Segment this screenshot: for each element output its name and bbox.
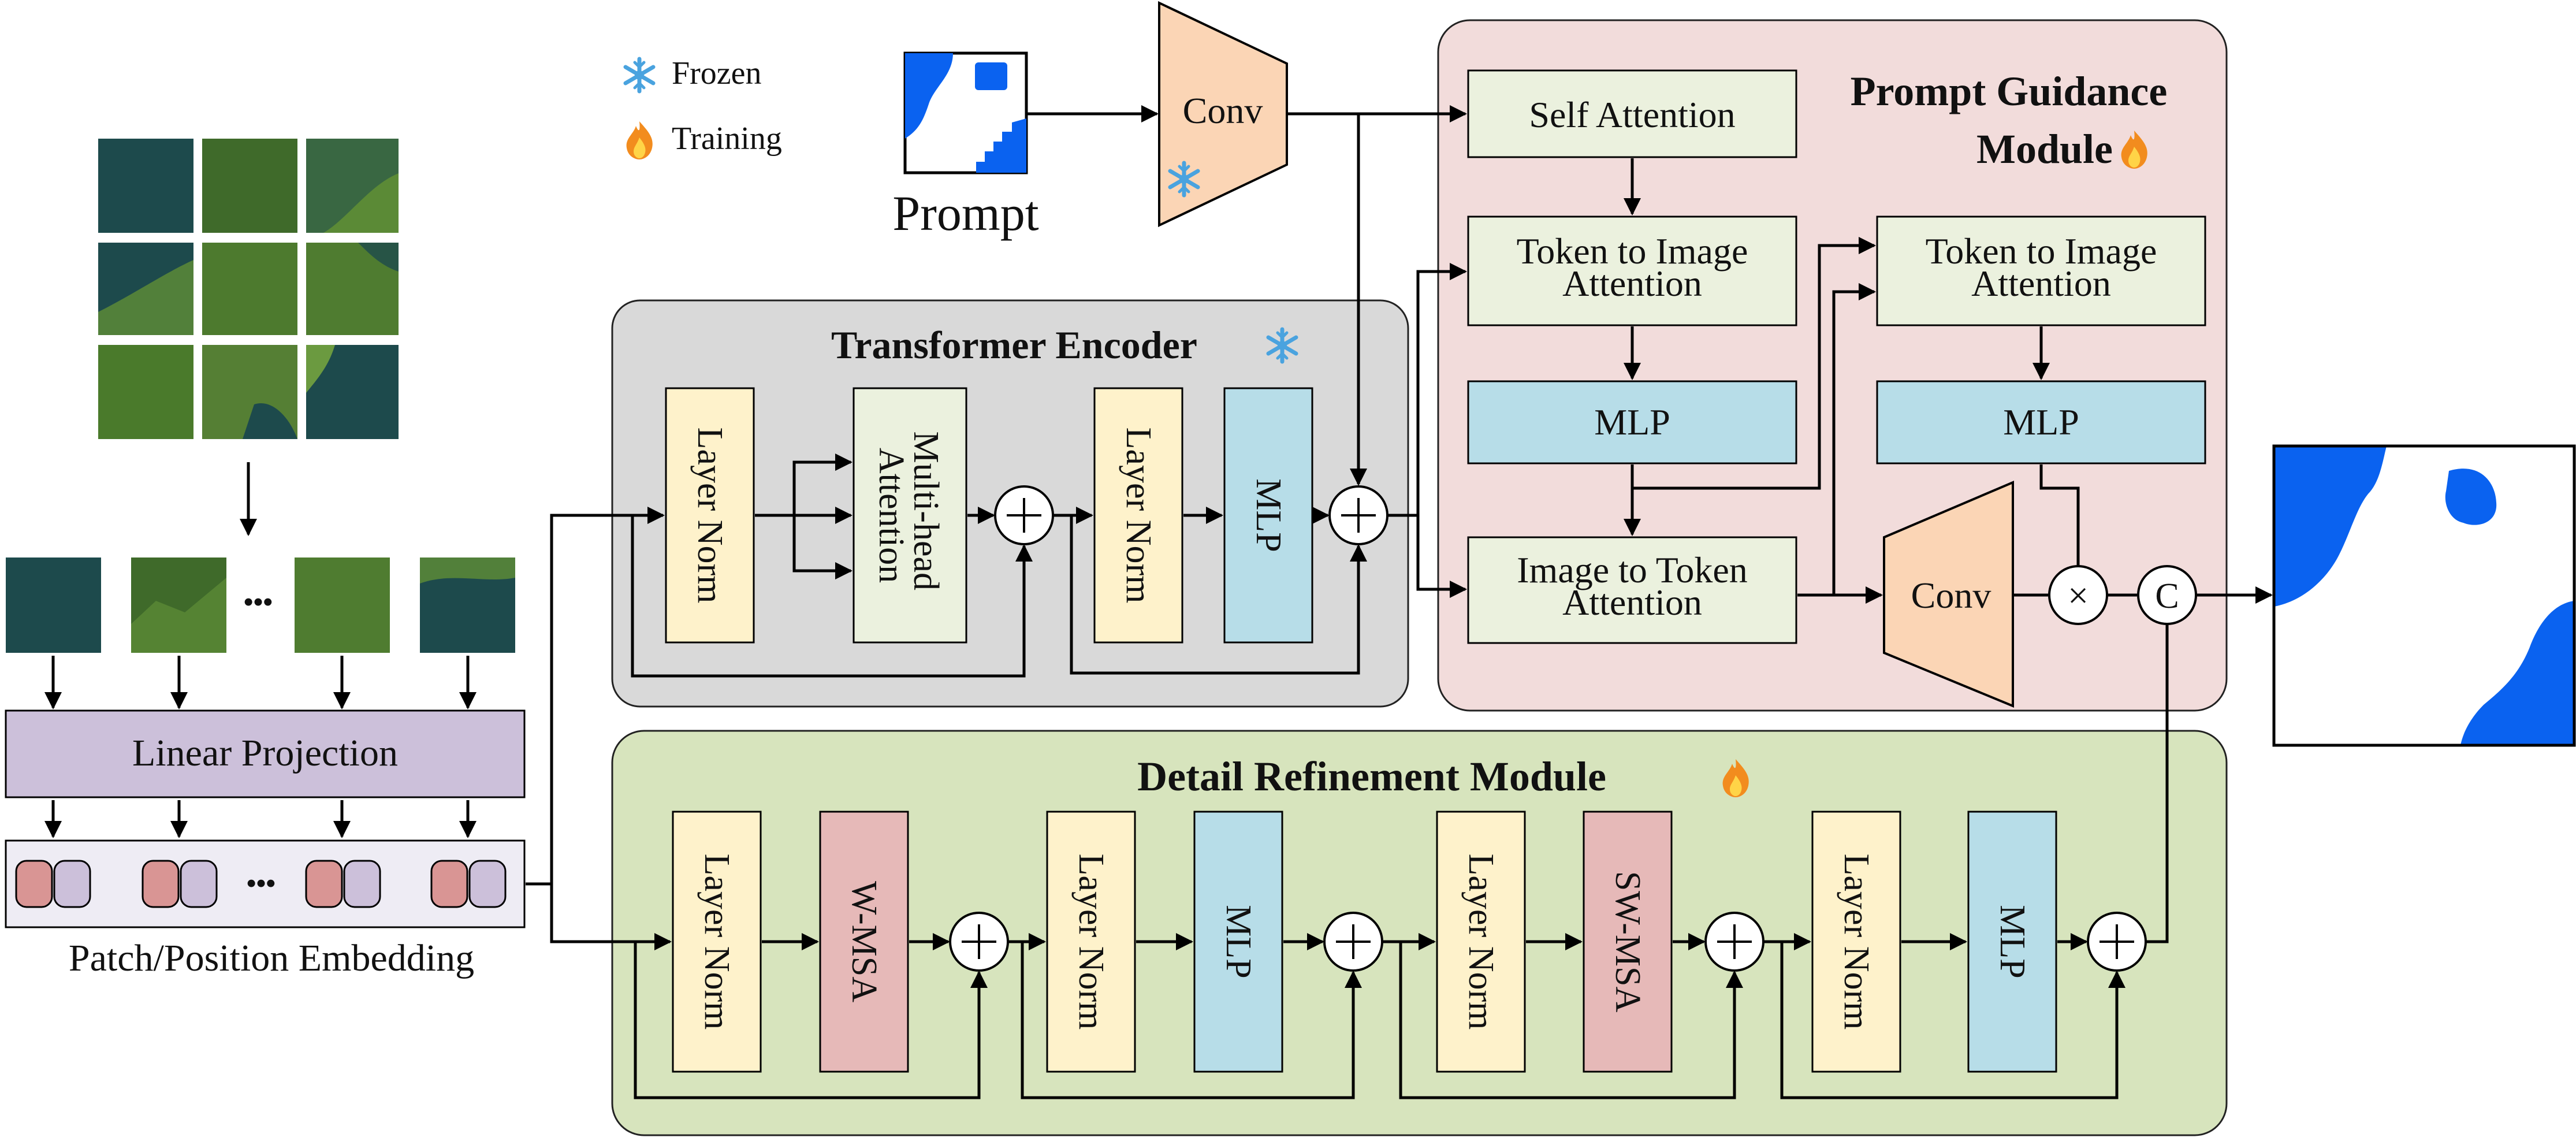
prompt-image <box>903 51 1028 174</box>
patch-ellipsis: ••• <box>244 587 273 618</box>
refine-layer-norm-3-label: Layer Norm <box>1461 854 1501 1030</box>
embedding-tokens <box>15 860 507 908</box>
image-to-token-line2: Attention <box>1562 582 1702 623</box>
embedding-label: Patch/Position Embedding <box>69 937 474 979</box>
refine-add-node-2 <box>1323 912 1383 972</box>
prompt-guidance-title-line2: Module <box>1976 126 2113 172</box>
refine-add-node-3 <box>1704 912 1765 972</box>
self-attention-label: Self Attention <box>1529 94 1735 135</box>
token-to-image-2-line1: Token to Image <box>1926 231 2157 272</box>
refine-layer-norm-1-label: Layer Norm <box>697 854 736 1030</box>
refine-layer-norm-1 <box>672 811 762 1073</box>
encoder-attention-label: Multi-head Attention <box>872 432 945 600</box>
encoder-mlp-label: MLP <box>1249 478 1288 552</box>
encoder-layer-norm-1 <box>665 387 755 644</box>
encoder-add-node-2 <box>1328 485 1388 545</box>
conv-top-block <box>1158 1 1288 228</box>
w-msa-block <box>819 811 909 1073</box>
prompt-mlp-2 <box>1876 380 2206 464</box>
encoder-add-node-1 <box>994 485 1054 545</box>
prompt-mlp-1 <box>1467 380 1797 464</box>
output-segmentation-mask <box>2272 444 2576 747</box>
refine-add-node-1 <box>949 912 1009 972</box>
patch-image-3 <box>295 558 390 653</box>
legend: Frozen Training <box>626 55 782 159</box>
embedding-ellipsis: ••• <box>247 868 276 899</box>
prompt-mlp-1-label: MLP <box>1594 402 1670 443</box>
encoder-layer-norm-2 <box>1093 387 1183 644</box>
linear-projection-label: Linear Projection <box>132 732 398 774</box>
token-to-image-1-line2: Attention <box>1562 263 1702 304</box>
refine-mlp-1 <box>1193 811 1283 1073</box>
encoder-mlp <box>1223 387 1313 644</box>
token-to-image-2-line2: Attention <box>1971 263 2111 304</box>
refine-layer-norm-4-label: Layer Norm <box>1837 854 1876 1030</box>
refine-layer-norm-2-label: Layer Norm <box>1071 854 1111 1030</box>
self-attention-block <box>1467 69 1797 158</box>
flame-icon <box>626 121 653 159</box>
legend-training-label: Training <box>672 121 782 157</box>
token-to-image-1-line1: Token to Image <box>1517 231 1748 272</box>
w-msa-label: W-MSA <box>844 881 884 1002</box>
prompt-mlp-2-label: MLP <box>2003 402 2079 443</box>
refine-add-node-4 <box>2087 912 2147 972</box>
input-aerial-image-grid <box>98 139 399 439</box>
concat-node: C <box>2137 565 2197 625</box>
refine-layer-norm-2 <box>1046 811 1136 1073</box>
encoder-layer-norm-2-label: Layer Norm <box>1119 428 1158 604</box>
encoder-layer-norm-1-label: Layer Norm <box>690 428 729 604</box>
encoder-multihead-attention <box>853 387 967 644</box>
refine-layer-norm-3 <box>1436 811 1526 1073</box>
refine-layer-norm-4 <box>1811 811 1901 1073</box>
detail-refinement-title: Detail Refinement Module <box>1137 753 1606 800</box>
image-to-token-attention <box>1467 536 1797 644</box>
conv-top-label: Conv <box>1183 90 1263 131</box>
image-to-token-line1: Image to Token <box>1517 549 1748 590</box>
token-to-image-attention-1 <box>1467 215 1797 326</box>
snowflake-icon <box>626 59 653 91</box>
linear-projection-block <box>5 709 526 798</box>
multiply-symbol: × <box>2068 575 2089 616</box>
prompt-guidance-title-line1: Prompt Guidance <box>1851 68 2168 114</box>
sw-msa-label: SW-MSA <box>1608 871 1647 1013</box>
transformer-encoder-title: Transformer Encoder <box>831 323 1197 367</box>
token-to-image-attention-2 <box>1876 215 2206 326</box>
legend-frozen-label: Frozen <box>672 55 762 91</box>
refine-mlp-1-label: MLP <box>1219 905 1258 978</box>
prompt-conv-block <box>1883 480 2014 708</box>
connectors <box>526 105 2273 1099</box>
refine-mlp-2 <box>1967 811 2057 1073</box>
multiply-node: × <box>2048 565 2108 625</box>
sw-msa-block <box>1583 811 1673 1073</box>
refine-mlp-2-label: MLP <box>1993 905 2032 978</box>
concat-symbol: C <box>2155 577 2179 616</box>
prompt-conv-label: Conv <box>1911 575 1991 616</box>
prompt-label: Prompt <box>892 185 1038 241</box>
patch-image-1 <box>6 558 101 653</box>
